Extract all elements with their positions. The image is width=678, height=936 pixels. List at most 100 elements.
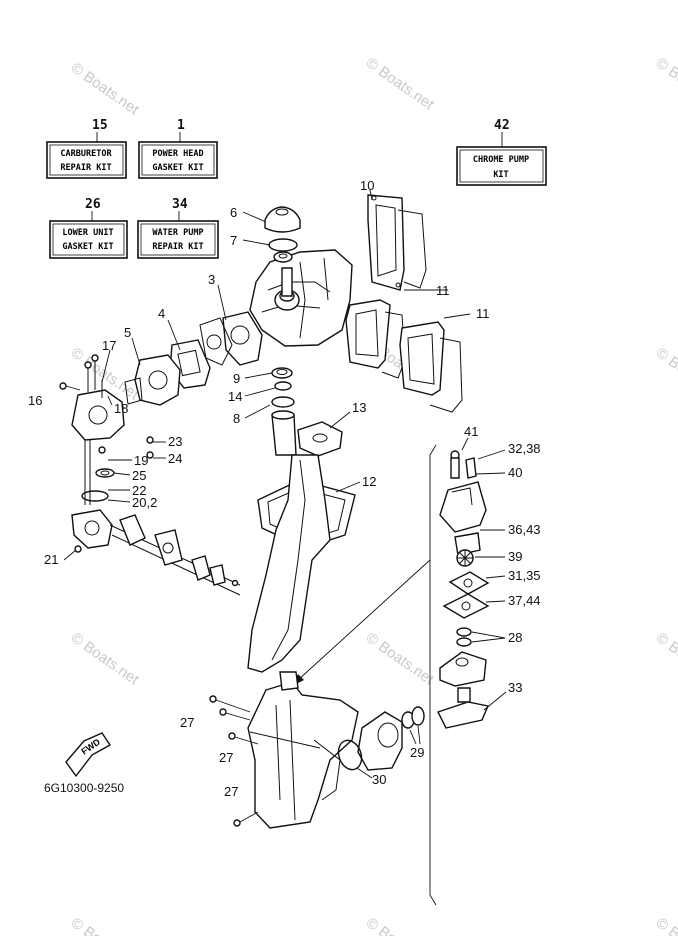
kit-label-line2: KIT <box>493 170 508 180</box>
callout-10: 10 <box>360 178 374 193</box>
water-pump-assembly <box>429 444 490 906</box>
kit-label-line2: REPAIR KIT <box>152 242 203 252</box>
drive-shaft-tube <box>271 410 297 456</box>
kit-box-lower-unit-gasket: 26 LOWER UNIT GASKET KIT <box>49 197 128 259</box>
kit-label-line1: LOWER UNIT <box>62 228 113 238</box>
kit-label-line1: POWER HEAD <box>152 149 203 159</box>
watermark: © Boats.net <box>653 344 678 403</box>
kit-box-chrome-pump: 42 CHROME PUMP KIT <box>456 118 547 186</box>
kit-label-line1: WATER PUMP <box>152 228 203 238</box>
callout-27: 27 <box>219 750 233 765</box>
callout-11: 11 <box>436 283 450 298</box>
callout-22: 22 <box>132 483 146 498</box>
power-head-block <box>249 249 353 347</box>
kit-box-water-pump-repair: 34 WATER PUMP REPAIR KIT <box>137 197 219 259</box>
callout-20: 20,2 <box>132 495 157 510</box>
kit-ref-number: 1 <box>177 118 185 133</box>
upper-casing-cover <box>297 421 343 457</box>
exhaust-gasket-left <box>345 299 406 379</box>
bearing-part <box>273 251 293 263</box>
diagram-code: 6G10300-9250 <box>44 781 124 795</box>
callout-39: 39 <box>508 549 522 564</box>
callout-3: 3 <box>208 272 215 287</box>
exhaust-cover-plate <box>397 209 427 289</box>
watermark: © Boats.net <box>653 629 678 688</box>
water-seal-inner <box>276 369 288 375</box>
callout-28: 28 <box>508 630 522 645</box>
kit-box-carburetor-repair: 15 CARBURETOR REPAIR KIT <box>46 118 127 179</box>
gearcase-body <box>247 671 359 829</box>
assembly-arrow <box>297 559 431 681</box>
callout-27: 27 <box>180 715 194 730</box>
callout-numbers: 6 7 10 3 11 11 4 5 17 16 18 9 14 8 13 23… <box>28 178 541 799</box>
callout-12: 12 <box>362 474 376 489</box>
callout-29: 29 <box>410 745 424 760</box>
kit-label-line2: GASKET KIT <box>152 163 203 173</box>
kit-label-line2: REPAIR KIT <box>60 163 111 173</box>
kit-ref-number: 42 <box>494 118 510 133</box>
callout-16: 16 <box>28 393 42 408</box>
kit-label-line1: CARBURETOR <box>60 149 112 159</box>
callout-19: 19 <box>134 453 148 468</box>
o-ring-part <box>268 238 298 252</box>
callout-25: 25 <box>132 468 146 483</box>
callout-36-43: 36,43 <box>508 522 541 537</box>
callout-32-38: 32,38 <box>508 441 541 456</box>
callout-13: 13 <box>352 400 366 415</box>
lower-casing-body <box>247 454 331 673</box>
watermark: © Boats.net <box>68 629 143 688</box>
kit-ref-number: 34 <box>172 197 188 212</box>
watermark: © Boats.net <box>653 54 678 113</box>
callout-21: 21 <box>44 552 58 567</box>
callout-7: 7 <box>230 233 237 248</box>
callout-24: 24 <box>168 451 182 466</box>
callout-18: 18 <box>114 401 128 416</box>
watermark: © Boats.net <box>653 914 678 936</box>
callout-9: 9 <box>233 371 240 386</box>
seal-part <box>411 706 425 726</box>
screw-part <box>209 695 217 703</box>
exhaust-cover-gasket <box>367 194 405 291</box>
callout-31-35: 31,35 <box>508 568 541 583</box>
screw-part <box>233 819 241 827</box>
o-ring-large-part <box>337 739 363 771</box>
callout-14: 14 <box>228 389 242 404</box>
watermark: © Boats.net <box>363 54 438 113</box>
leader-lines <box>63 189 507 779</box>
watermark: © Boats.net <box>363 914 438 936</box>
callout-27: 27 <box>224 784 238 799</box>
watermark: © Boats.net <box>363 629 438 688</box>
callout-37-44: 37,44 <box>508 593 541 608</box>
callout-40: 40 <box>508 465 522 480</box>
callout-33: 33 <box>508 680 522 695</box>
watermark: © Boats.net <box>68 914 143 936</box>
kit-label-line2: GASKET KIT <box>62 242 113 252</box>
kit-label-line1: CHROME PUMP <box>473 155 529 165</box>
callout-6: 6 <box>230 205 237 220</box>
watermark: © Boats.net <box>68 59 143 118</box>
callout-5: 5 <box>124 325 131 340</box>
callout-8: 8 <box>233 411 240 426</box>
carburetor-assembly <box>59 354 241 596</box>
intake-gasket-part <box>199 311 263 366</box>
screw-part <box>228 732 236 740</box>
screw-part <box>219 708 227 716</box>
kit-ref-number: 15 <box>92 118 108 133</box>
exhaust-gasket-right <box>399 321 463 413</box>
carburetor-body-part <box>124 354 181 406</box>
callout-23: 23 <box>168 434 182 449</box>
forward-direction-icon: FWD <box>65 732 112 778</box>
o-ring-small-part <box>271 396 295 408</box>
kit-box-power-head-gasket: 1 POWER HEAD GASKET KIT <box>138 118 218 179</box>
callout-17: 17 <box>102 338 116 353</box>
callout-4: 4 <box>158 306 165 321</box>
callout-11: 11 <box>476 306 490 321</box>
kit-ref-number: 26 <box>85 197 101 212</box>
crankcase-cap-part <box>264 206 301 233</box>
callout-41: 41 <box>464 424 478 439</box>
washer-part <box>274 381 292 391</box>
prop-shaft-housing <box>357 711 403 771</box>
callout-30: 30 <box>372 772 386 787</box>
